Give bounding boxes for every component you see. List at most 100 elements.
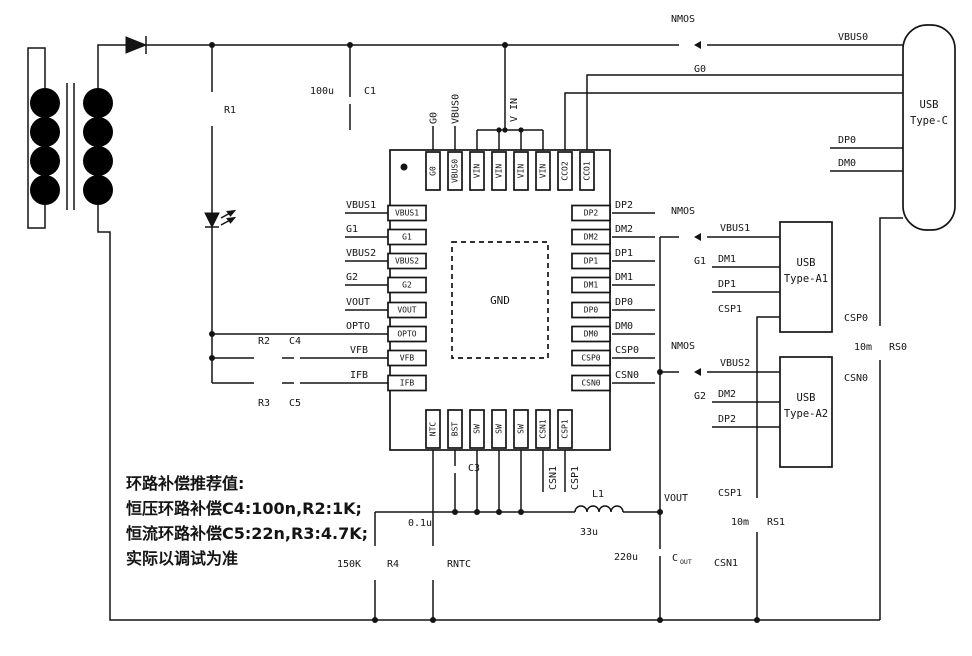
net-dp0: DP0: [838, 135, 856, 146]
capacitor-cout: 220u C OUT: [614, 549, 692, 566]
usb-type-a1-line2: Type-A1: [784, 273, 828, 285]
net-dp1-right: DP1: [615, 248, 633, 259]
usb-type-a2-line2: Type-A2: [784, 408, 828, 420]
net-dm2-right: DM2: [615, 224, 633, 235]
net-g0-top: G0: [429, 112, 440, 124]
r3-ref: R3: [258, 398, 270, 409]
c1-value: 100u: [310, 86, 334, 97]
note-line-2: 恒压环路补偿C4:100n,R2:1K;: [126, 499, 362, 518]
c3-value: 0.1u: [408, 518, 432, 529]
capacitor-c1: 100u C1: [310, 86, 376, 143]
l1-ref: L1: [592, 489, 604, 500]
nmos-q1-label: NMOS: [671, 206, 695, 217]
net-vbus2: VBUS2: [720, 358, 750, 369]
resistor-rntc: RNTC: [423, 546, 471, 633]
ic-pin-dp1: DP1: [584, 257, 599, 266]
note-line-4: 实际以调试为准: [126, 549, 238, 568]
ic-pin-sw1: SW: [473, 424, 482, 434]
rs1-value: 10m: [731, 517, 749, 528]
usb-type-c-line2: Type-C: [910, 115, 948, 127]
ic-pin-g2: G2: [402, 281, 412, 290]
r1-ref: R1: [224, 105, 236, 116]
ground-symbol: [340, 130, 360, 143]
transformer-secondary-winding: [83, 88, 113, 205]
resistor-r1: R1: [206, 92, 236, 126]
net-ifb-left: IFB: [350, 370, 368, 381]
net-g2-gate: G2: [694, 391, 706, 402]
resistor-rs1: 10m RS1: [731, 498, 785, 532]
r4-value: 150K: [337, 559, 361, 570]
net-g2-left: G2: [346, 272, 358, 283]
net-csn0: CSN0: [844, 373, 868, 384]
r2-ref: R2: [258, 336, 270, 347]
ic-pin-vbus2: VBUS2: [395, 257, 419, 266]
ic-pin-dm2: DM2: [584, 233, 599, 242]
ic-pin-vbus1: VBUS1: [395, 209, 419, 218]
net-vfb-left: VFB: [350, 345, 368, 356]
ic-pin-vin3: VIN: [517, 164, 526, 179]
usb-type-c-line1: USB: [920, 99, 939, 111]
ic-pin-csn0: CSN0: [581, 379, 600, 388]
net-dp2: DP2: [718, 414, 736, 425]
net-g1-left: G1: [346, 224, 358, 235]
ic-pin-g0: G0: [429, 166, 438, 176]
net-csp1-rs1: CSP1: [718, 488, 742, 499]
ic-pin-vin2: VIN: [495, 164, 504, 179]
ic-pin-vfb: VFB: [400, 354, 415, 363]
net-dm0-right: DM0: [615, 321, 633, 332]
ic-pin-vbus0: VBUS0: [451, 159, 460, 183]
ic-pin1-marker: [400, 163, 408, 171]
net-csn0-right: CSN0: [615, 370, 639, 381]
c5-ref: C5: [289, 398, 301, 409]
ic-pin-csn1: CSN1: [539, 419, 548, 438]
rs0-ref: RS0: [889, 342, 907, 353]
c4-ref: C4: [289, 336, 301, 347]
ic-pin-sw3: SW: [517, 424, 526, 434]
c1-ref: C1: [364, 86, 376, 97]
ic-pin-sw2: SW: [495, 424, 504, 434]
cout-ref-sub: OUT: [680, 558, 692, 566]
note-line-1: 环路补偿推荐值:: [126, 474, 244, 493]
ic-pin-cco2: CCO2: [561, 161, 570, 180]
net-vbus2-left: VBUS2: [346, 248, 376, 259]
net-labels: VBUS0 V IN G0 VBUS0 VBUS1 G1 VBUS2 G2 VO…: [346, 32, 868, 569]
rntc-ref: RNTC: [447, 559, 471, 570]
net-g0-gate: G0: [694, 64, 706, 75]
net-dm2: DM2: [718, 389, 736, 400]
ic-pin-csp1: CSP1: [561, 419, 570, 438]
r4-ref: R4: [387, 559, 399, 570]
net-dm0: DM0: [838, 158, 856, 169]
net-vbus0-top: VBUS0: [838, 32, 868, 43]
net-vout: VOUT: [664, 493, 688, 504]
c3-ref: C3: [468, 463, 480, 474]
ic-pin-vin4: VIN: [539, 164, 548, 179]
net-dp2-right: DP2: [615, 200, 633, 211]
loop-compensation-note: 环路补偿推荐值: 恒压环路补偿C4:100n,R2:1K; 恒流环路补偿C5:2…: [126, 474, 368, 568]
opto-led: [204, 209, 237, 229]
usb-type-a2-line1: USB: [797, 392, 816, 404]
ic-pin-cco1: CCO1: [583, 161, 592, 180]
compensation-network-voltage: R2 C4: [254, 336, 301, 366]
nmos-q0-label: NMOS: [671, 14, 695, 25]
note-line-3: 恒流环路补偿C5:22n,R3:4.7K;: [126, 524, 368, 543]
ic-pin-dm1: DM1: [584, 281, 599, 290]
transformer-primary-winding: [30, 88, 60, 205]
ic-pin-vout: VOUT: [397, 306, 416, 315]
net-csn1-bottom: CSN1: [548, 466, 559, 490]
usb-type-c-connector: USB Type-C: [902, 24, 956, 231]
net-dm1: DM1: [718, 254, 736, 265]
net-opto-left: OPTO: [346, 321, 370, 332]
net-vbus0-pin: VBUS0: [451, 94, 462, 124]
net-dp0-right: DP0: [615, 297, 633, 308]
net-g1-gate: G1: [694, 256, 706, 267]
usb-type-a1-connector: USB Type-A1: [779, 221, 833, 333]
resistor-rs0: 10m RS0: [854, 326, 907, 360]
ic-pin-ifb: IFB: [400, 379, 415, 388]
net-vin: V IN: [509, 98, 520, 122]
ic-pin-csp0: CSP0: [581, 354, 600, 363]
resistor-r4: 150K R4: [337, 546, 399, 580]
net-dp1: DP1: [718, 279, 736, 290]
net-csn1-rs1: CSN1: [714, 558, 738, 569]
